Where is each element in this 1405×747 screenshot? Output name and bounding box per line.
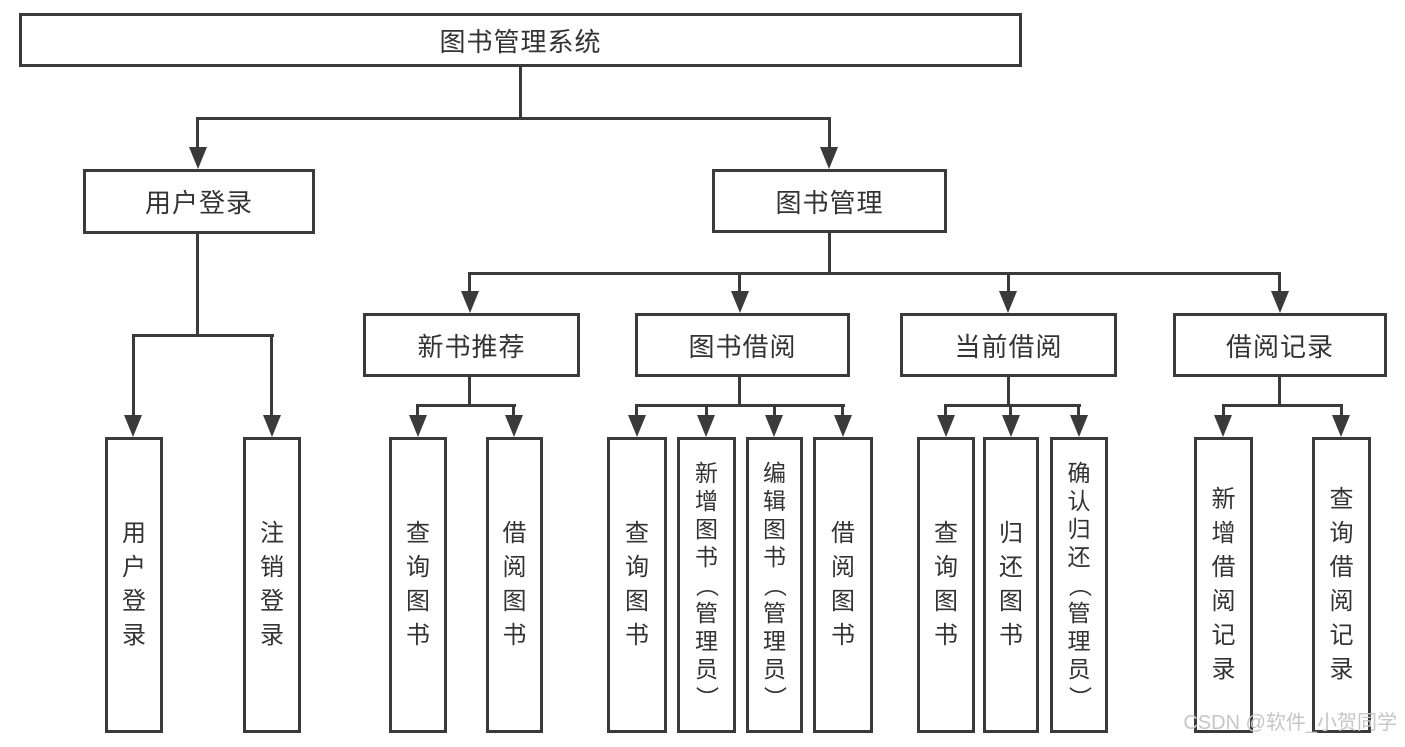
arrowhead-icon (263, 415, 281, 437)
connector-line (773, 404, 776, 417)
leaf-borrowing-query-books: 查询图书 (607, 437, 667, 733)
connector-line (416, 404, 516, 407)
connector-line (705, 404, 708, 417)
arrowhead-icon (461, 291, 479, 313)
connector-line (1007, 272, 1010, 293)
connector-line (828, 117, 831, 148)
connector-line (841, 404, 844, 417)
connector-line (738, 272, 741, 293)
node-current-borrowing: 当前借阅 (900, 313, 1117, 377)
connector-line (1077, 404, 1080, 417)
connector-line (468, 272, 1280, 275)
connector-line (416, 404, 419, 417)
connector-line (1278, 272, 1281, 293)
arrowhead-icon (1070, 415, 1088, 437)
connector-line (512, 404, 515, 417)
arrowhead-icon (124, 415, 142, 437)
arrowhead-icon (1002, 415, 1020, 437)
connector-line (738, 377, 741, 407)
leaf-current-query-books: 查询图书 (917, 437, 975, 733)
node-book-borrowing: 图书借阅 (635, 313, 850, 377)
node-new-book-recommendation: 新书推荐 (363, 313, 580, 377)
arrowhead-icon (1271, 291, 1289, 313)
connector-line (270, 334, 273, 416)
leaf-borrowing-borrow-books: 借阅图书 (813, 437, 873, 733)
connector-line (1007, 377, 1010, 407)
arrowhead-icon (505, 415, 523, 437)
arrowhead-icon (820, 147, 838, 169)
arrowhead-icon (1214, 415, 1232, 437)
connector-line (519, 67, 522, 120)
connector-line (132, 334, 135, 416)
leaf-logout-login: 注销登录 (243, 437, 301, 733)
connector-line (196, 117, 199, 148)
connector-line (1222, 404, 1225, 417)
leaf-current-confirm-return-admin: 确认归还（管理员） (1050, 437, 1108, 733)
arrowhead-icon (937, 415, 955, 437)
leaf-newbook-query-books: 查询图书 (389, 437, 447, 733)
connector-line (132, 334, 274, 337)
arrowhead-icon (731, 291, 749, 313)
node-user-login: 用户登录 (83, 169, 315, 234)
connector-line (468, 272, 471, 293)
leaf-records-query-borrow-record: 查询借阅记录 (1312, 437, 1371, 733)
arrowhead-icon (999, 291, 1017, 313)
arrowhead-icon (628, 415, 646, 437)
leaf-newbook-borrow-books: 借阅图书 (486, 437, 543, 733)
arrowhead-icon (1332, 415, 1350, 437)
leaf-borrowing-add-books-admin: 新增图书（管理员） (677, 437, 736, 733)
arrowhead-icon (765, 415, 783, 437)
connector-line (196, 234, 199, 337)
connector-line (944, 404, 947, 417)
connector-line (944, 404, 1081, 407)
connector-line (468, 377, 471, 407)
leaf-user-login: 用户登录 (105, 437, 163, 733)
leaf-borrowing-edit-books-admin: 编辑图书（管理员） (746, 437, 803, 733)
node-borrowing-records: 借阅记录 (1173, 313, 1387, 377)
connector-line (828, 233, 831, 275)
connector-line (635, 404, 638, 417)
leaf-current-return-books: 归还图书 (983, 437, 1039, 733)
connector-line (1340, 404, 1343, 417)
arrowhead-icon (834, 415, 852, 437)
connector-line (196, 117, 831, 120)
connector-line (635, 404, 845, 407)
connector-line (1009, 404, 1012, 417)
watermark: CSDN @软件_小贺同学 (1183, 712, 1397, 734)
connector-line (1278, 377, 1281, 407)
node-book-management: 图书管理 (712, 169, 947, 233)
arrowhead-icon (409, 415, 427, 437)
node-library-management-system: 图书管理系统 (19, 13, 1022, 67)
connector-line (1222, 404, 1343, 407)
arrowhead-icon (189, 147, 207, 169)
leaf-records-add-borrow-record: 新增借阅记录 (1194, 437, 1253, 733)
arrowhead-icon (697, 415, 715, 437)
